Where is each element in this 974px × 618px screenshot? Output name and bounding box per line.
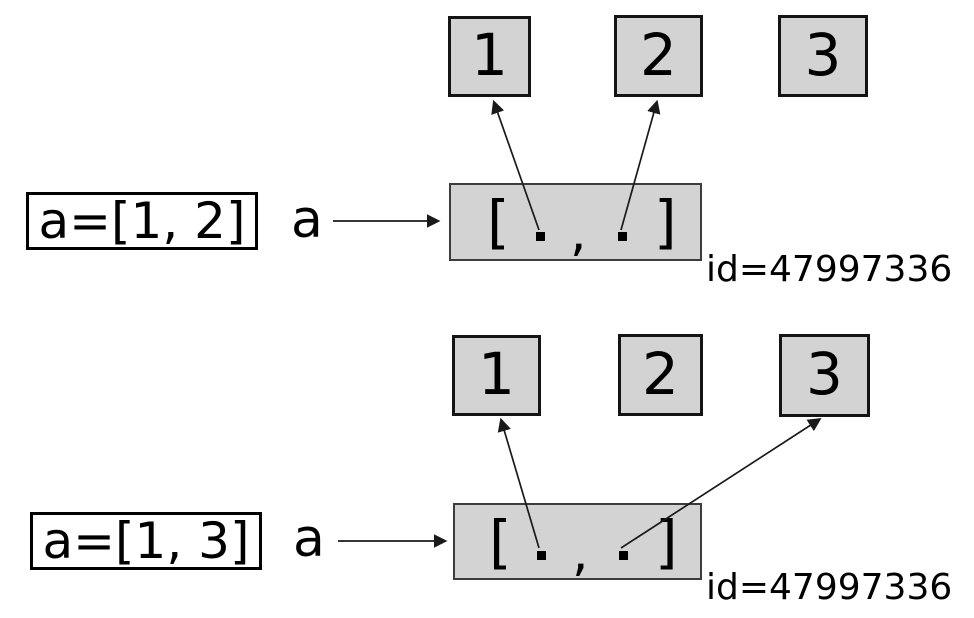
id-label-bottom: id=47997336 bbox=[706, 567, 953, 608]
list-comma: , bbox=[570, 203, 587, 263]
value-box-top-1: 1 bbox=[448, 16, 531, 97]
id-label-top: id=47997336 bbox=[706, 249, 953, 290]
value-box-bottom-3: 3 bbox=[779, 334, 870, 417]
list-close-bracket: ] bbox=[655, 507, 678, 576]
value-box-top-2: 2 bbox=[614, 15, 703, 97]
value-text: 3 bbox=[804, 20, 842, 89]
value-text: 2 bbox=[640, 20, 677, 89]
list-open-bracket: [ bbox=[489, 507, 512, 576]
value-box-bottom-2: 2 bbox=[618, 334, 703, 416]
list-close-bracket: ] bbox=[654, 188, 677, 256]
value-text: 1 bbox=[478, 340, 515, 408]
pointer-dot-top-1 bbox=[618, 232, 627, 241]
value-box-bottom-1: 1 bbox=[452, 335, 541, 416]
value-text: 2 bbox=[642, 339, 679, 408]
list-comma: , bbox=[572, 522, 589, 583]
value-box-top-3: 3 bbox=[778, 15, 868, 97]
pointer-dot-top-0 bbox=[536, 232, 545, 241]
list-open-bracket: [ bbox=[487, 188, 510, 256]
value-text: 3 bbox=[806, 340, 843, 408]
pointer-dot-bottom-1 bbox=[619, 551, 628, 560]
code-text-top: a=[1, 2] bbox=[38, 192, 246, 250]
value-text: 1 bbox=[471, 21, 508, 89]
var-label-bottom: a bbox=[293, 508, 325, 569]
list-object-box-bottom: [ , ] bbox=[453, 503, 702, 580]
code-box-top: a=[1, 2] bbox=[26, 192, 258, 250]
var-label-top: a bbox=[291, 189, 323, 250]
list-object-box-top: [ , ] bbox=[449, 183, 702, 261]
code-text-bottom: a=[1, 3] bbox=[42, 512, 250, 570]
pointer-dot-bottom-0 bbox=[537, 551, 546, 560]
code-box-bottom: a=[1, 3] bbox=[30, 512, 262, 570]
